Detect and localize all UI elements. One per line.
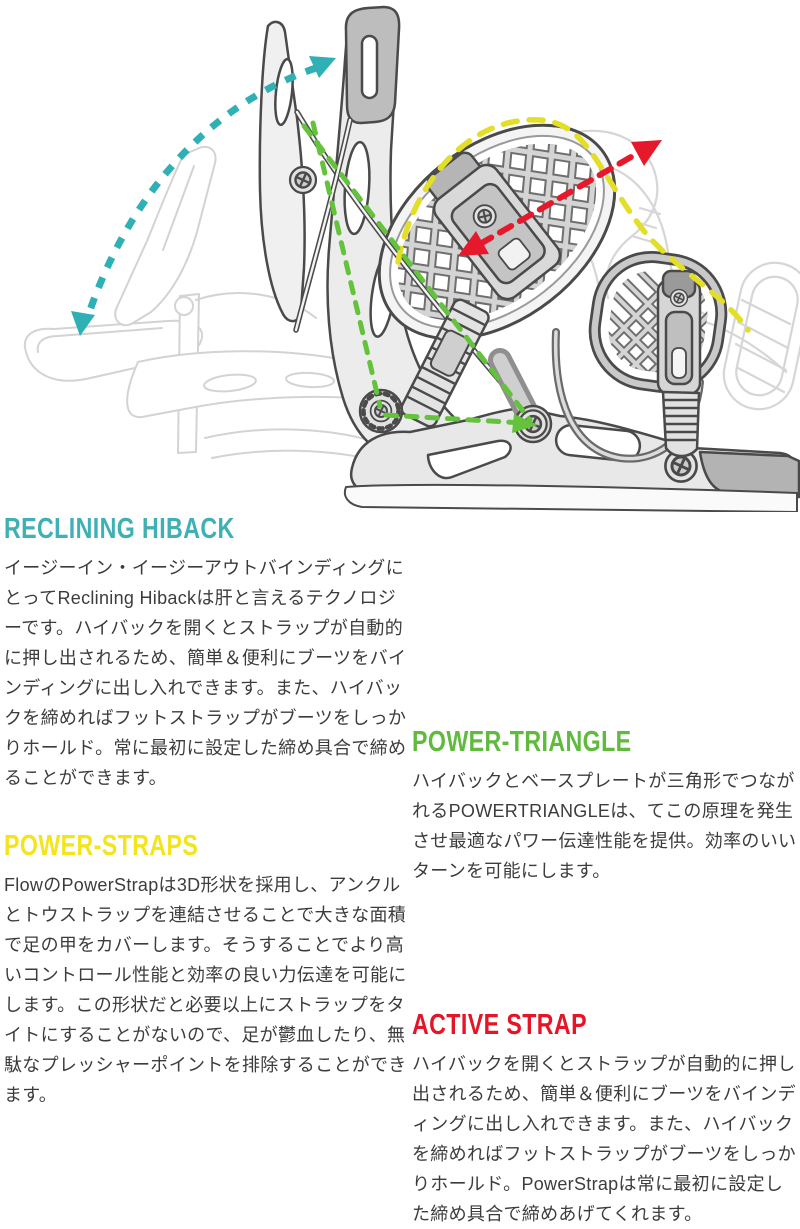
section-title-active-strap: ACTIVE STRAP (412, 1009, 587, 1041)
pivot-arm-art (488, 348, 553, 444)
binding-illustration (0, 0, 800, 513)
ankle-ladder-art (400, 298, 490, 428)
power-triangle-arrow (301, 120, 538, 433)
binding-body-art (258, 5, 800, 513)
active-strap-arrow (458, 140, 662, 256)
section-reclining-hiback: RECLINING HIBACK イージーイン・イージーアウトバインディングにと… (4, 514, 411, 793)
ratchet-gear-art (358, 388, 404, 434)
section-title-power-triangle: POWER-TRIANGLE (412, 726, 632, 758)
section-title-power-straps: POWER-STRAPS (4, 830, 199, 862)
section-body-active-strap: ハイバックを開くとストラップが自動的に押し出されるため、簡単＆便利にブーツをバイ… (412, 1054, 796, 1224)
binding-diagram-svg (23, 5, 800, 513)
section-active-strap: ACTIVE STRAP ハイバックを開くとストラップが自動的に押し出されるため… (412, 1010, 798, 1229)
section-body-reclining-hiback: イージーイン・イージーアウトバインディングにとってReclining Hibac… (4, 558, 407, 788)
ghost-strap-path-arrow (395, 117, 751, 333)
section-title-reclining-hiback: RECLINING HIBACK (4, 513, 235, 545)
section-power-triangle: POWER-TRIANGLE ハイバックとベースプレートが三角形でつながれるPO… (412, 727, 798, 886)
toe-strap-art (588, 250, 728, 458)
recline-motion-arrow (71, 56, 336, 336)
section-body-power-triangle: ハイバックとベースプレートが三角形でつながれるPOWERTRIANGLEは、てこ… (412, 771, 797, 881)
section-power-straps: POWER-STRAPS FlowのPowerStrapは3D形状を採用し、アン… (4, 831, 411, 1110)
section-body-power-straps: FlowのPowerStrapは3D形状を採用し、アンクルとトウストラップを連結… (4, 875, 407, 1105)
